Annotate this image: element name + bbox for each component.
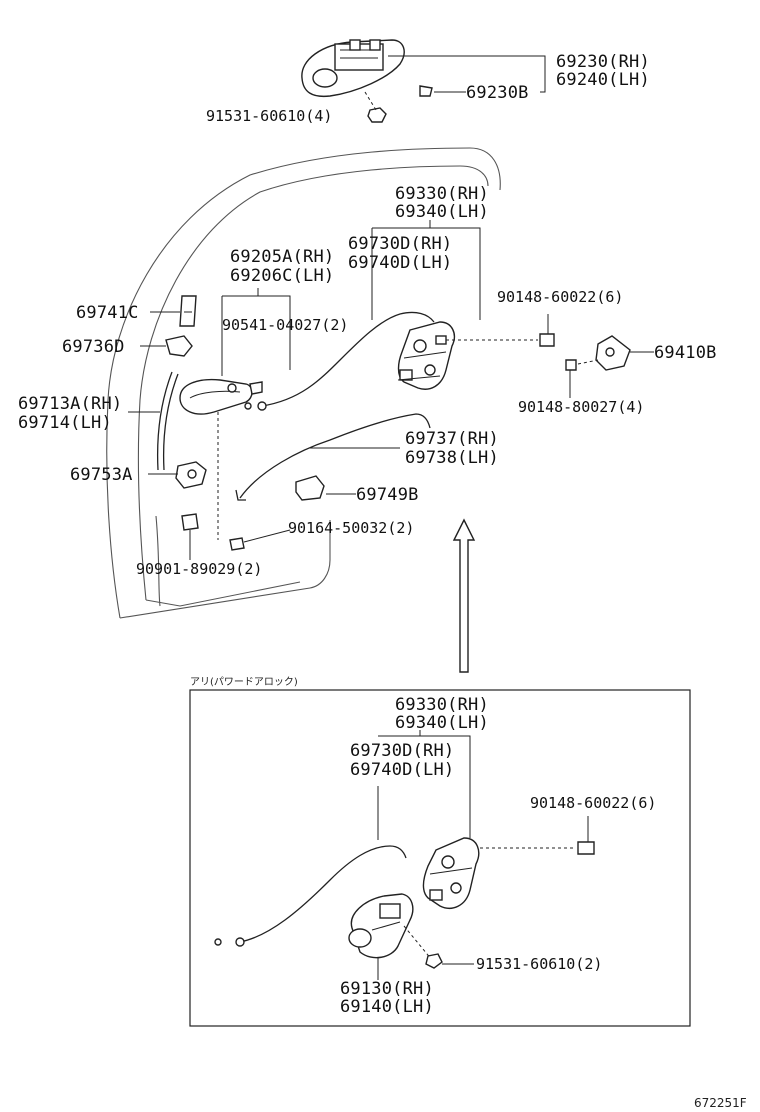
inset-caption: アリ(パワードアロック) <box>190 676 298 688</box>
knob-guide-illustration <box>165 335 193 357</box>
cushion-illustration <box>181 513 199 531</box>
clip-b-label: 90164-50032(2) <box>288 519 414 537</box>
rod-holder-label: 69749B <box>356 485 419 505</box>
outside-handle-rh-label: 69230(RH) <box>556 52 650 72</box>
knob-guide-label: 69736D <box>62 337 125 357</box>
inset-actuator-rh-label: 69130(RH) <box>340 979 434 999</box>
striker-illustration <box>595 335 631 371</box>
inset-lock-assembly-illustration <box>422 837 480 909</box>
diagram-reference-code: 672251F <box>694 1096 747 1110</box>
clip-b-icon <box>229 537 245 551</box>
bezel-illustration <box>179 295 197 327</box>
clip-a-label: 90541-04027(2) <box>222 316 348 334</box>
striker-screw-icon <box>565 359 577 371</box>
striker-screw-label: 90148-80027(4) <box>518 398 644 416</box>
cushion-label: 90901-89029(2) <box>136 560 262 578</box>
link-rod-rh-label: 69737(RH) <box>405 429 499 449</box>
inside-rod-rh-label: 69713A(RH) <box>18 394 122 414</box>
handle-bolt-icon <box>367 107 387 123</box>
handle-bolt-label: 91531-60610(4) <box>206 107 332 125</box>
lock-rod-lh-label: 69740D(LH) <box>348 253 452 273</box>
door-lock-assembly-illustration <box>397 321 456 390</box>
arrow-up-icon <box>452 518 476 673</box>
inside-rod-lh-label: 69714(LH) <box>18 413 112 433</box>
lock-assy-rh-label: 69330(RH) <box>395 184 489 204</box>
door-lock-actuator-illustration <box>348 893 414 959</box>
clip-a-icon <box>249 381 263 395</box>
inside-handle-rh-label: 69205A(RH) <box>230 247 334 267</box>
striker-label: 69410B <box>654 343 717 363</box>
rod-holder-illustration <box>295 475 325 501</box>
lock-screw-icon <box>539 314 555 347</box>
outside-handle-lh-label: 69240(LH) <box>556 70 650 90</box>
rod-clamp-label: 69753A <box>70 465 133 485</box>
inset-lock-assy-rh-label: 69330(RH) <box>395 695 489 715</box>
inside-handle-lh-label: 69206C(LH) <box>230 266 334 286</box>
rod-clamp-illustration <box>175 461 207 489</box>
door-outline <box>106 147 501 619</box>
inset-lock-assy-lh-label: 69340(LH) <box>395 713 489 733</box>
inset-lock-rod-lh-label: 69740D(LH) <box>350 760 454 780</box>
inset-lock-screw-label: 90148-60022(6) <box>530 794 656 812</box>
power-door-lock-inset-frame <box>189 689 691 1027</box>
lock-rod-rh-label: 69730D(RH) <box>348 234 452 254</box>
lock-assy-lh-label: 69340(LH) <box>395 202 489 222</box>
handle-part-b-label: 69230B <box>466 83 529 103</box>
inset-actuator-lh-label: 69140(LH) <box>340 997 434 1017</box>
inset-lock-screw-icon <box>577 841 595 855</box>
link-rod-lh-label: 69738(LH) <box>405 448 499 468</box>
inset-lock-rod-rh-label: 69730D(RH) <box>350 741 454 761</box>
outside-handle-illustration <box>301 39 433 98</box>
inset-actuator-bolt-label: 91531-60610(2) <box>476 955 602 973</box>
inset-actuator-bolt-icon <box>425 953 443 969</box>
inside-handle-illustration <box>179 378 253 415</box>
bezel-label: 69741C <box>76 303 139 323</box>
lock-screw-label: 90148-60022(6) <box>497 288 623 306</box>
